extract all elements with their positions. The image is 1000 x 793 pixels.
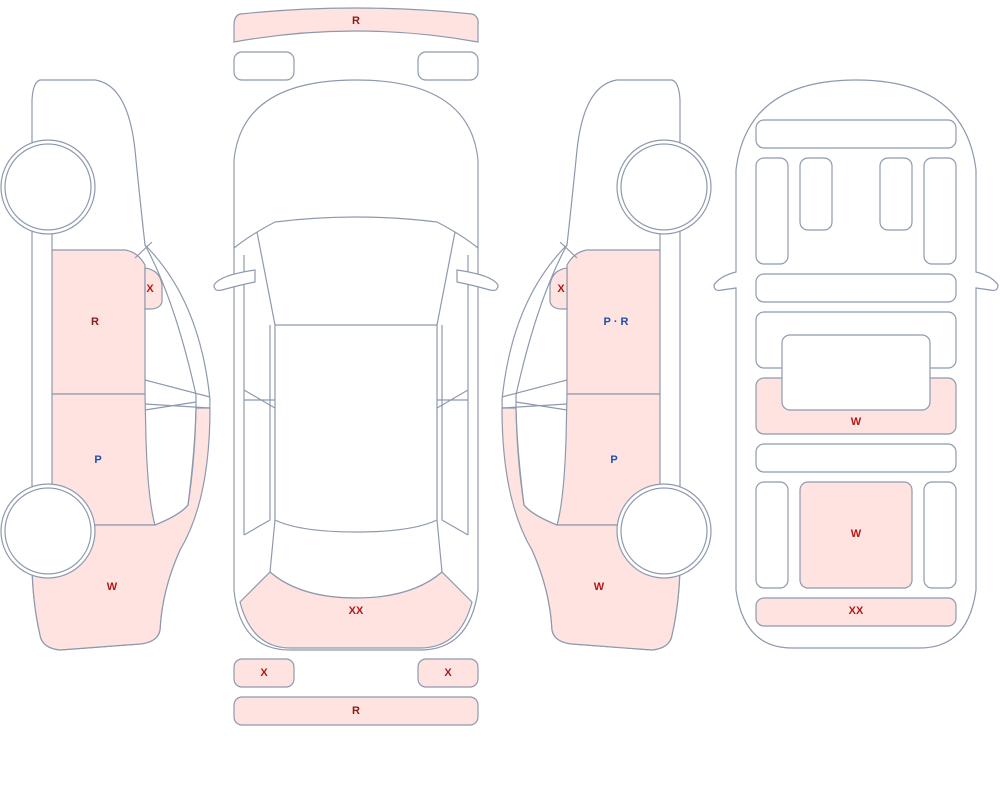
top-right-mirror[interactable] bbox=[456, 269, 499, 292]
windshield bbox=[256, 231, 456, 326]
left-rear-door-code: P bbox=[94, 454, 101, 466]
top-rear-bumper-code: XX bbox=[349, 605, 364, 617]
top-left-mirror[interactable] bbox=[213, 269, 256, 292]
top-left-headlight[interactable] bbox=[233, 51, 295, 81]
right-rear-quarter-code: W bbox=[594, 581, 605, 593]
interior-view: W W XX bbox=[713, 79, 999, 649]
interior-front-right-seat[interactable] bbox=[879, 157, 913, 231]
left-rear-wheel-rim bbox=[4, 487, 92, 575]
bottom-right-taillight[interactable] bbox=[417, 658, 479, 688]
interior-trunk-floor[interactable] bbox=[799, 481, 913, 589]
interior-front-right-door-trim[interactable] bbox=[923, 157, 957, 265]
bottom-left-taillight-code: X bbox=[260, 667, 268, 679]
top-bumper-code: R bbox=[352, 15, 360, 27]
right-rear-wheel-rim bbox=[620, 487, 708, 575]
right-front-door[interactable] bbox=[566, 249, 661, 395]
left-rear-quarter-code: W bbox=[107, 581, 118, 593]
right-front-wheel-rim bbox=[620, 143, 708, 231]
right-mirror[interactable] bbox=[549, 267, 568, 310]
right-b-pillar bbox=[501, 379, 568, 411]
roof-panel bbox=[274, 325, 438, 533]
top-right-side-lines bbox=[436, 255, 469, 536]
interior-floor-code: W bbox=[851, 528, 862, 540]
left-mirror-code: X bbox=[146, 283, 154, 295]
left-b-pillar bbox=[144, 379, 211, 411]
right-side-view: P·R X P W bbox=[501, 79, 712, 651]
top-down-view: XX bbox=[213, 79, 499, 651]
interior-center-console[interactable] bbox=[755, 273, 957, 303]
top-left-side-lines bbox=[243, 255, 276, 536]
interior-front-left-door-trim[interactable] bbox=[755, 157, 789, 265]
top-bumper-group: R bbox=[233, 7, 479, 81]
interior-rear-right-trim[interactable] bbox=[923, 481, 957, 589]
interior-sunroof[interactable] bbox=[781, 334, 931, 411]
bottom-left-taillight[interactable] bbox=[233, 658, 295, 688]
right-rear-door-code: P bbox=[610, 454, 617, 466]
right-mirror-code: X bbox=[557, 283, 565, 295]
interior-front-left-seat[interactable] bbox=[799, 157, 833, 231]
interior-dashboard[interactable] bbox=[755, 119, 957, 149]
left-side-view: R X P W bbox=[0, 79, 211, 651]
right-a-pillar bbox=[559, 241, 578, 259]
left-window-frame bbox=[144, 244, 197, 526]
bottom-rear-bar-code: R bbox=[352, 705, 360, 717]
top-bumper-bar[interactable] bbox=[233, 7, 479, 43]
top-right-headlight[interactable] bbox=[417, 51, 479, 81]
left-a-pillar bbox=[134, 241, 153, 259]
interior-rear-left-trim[interactable] bbox=[755, 481, 789, 589]
interior-trunk-code: W bbox=[851, 416, 862, 428]
interior-rear-bumper[interactable] bbox=[755, 597, 957, 627]
bottom-right-taillight-code: X bbox=[444, 667, 452, 679]
left-mirror[interactable] bbox=[144, 267, 163, 310]
right-window-frame bbox=[515, 244, 568, 526]
left-front-wheel-rim bbox=[4, 143, 92, 231]
top-body-outline bbox=[233, 79, 479, 651]
right-front-door-code: P·R bbox=[604, 316, 629, 328]
left-front-door[interactable] bbox=[51, 249, 146, 395]
bottom-rear-bar[interactable] bbox=[233, 696, 479, 726]
left-front-door-code: R bbox=[91, 316, 99, 328]
top-rear-bumper[interactable] bbox=[239, 571, 473, 649]
interior-parcel-shelf[interactable] bbox=[755, 443, 957, 473]
bottom-lights-group: X X R bbox=[233, 658, 479, 726]
interior-rear-bumper-code: XX bbox=[849, 605, 864, 617]
